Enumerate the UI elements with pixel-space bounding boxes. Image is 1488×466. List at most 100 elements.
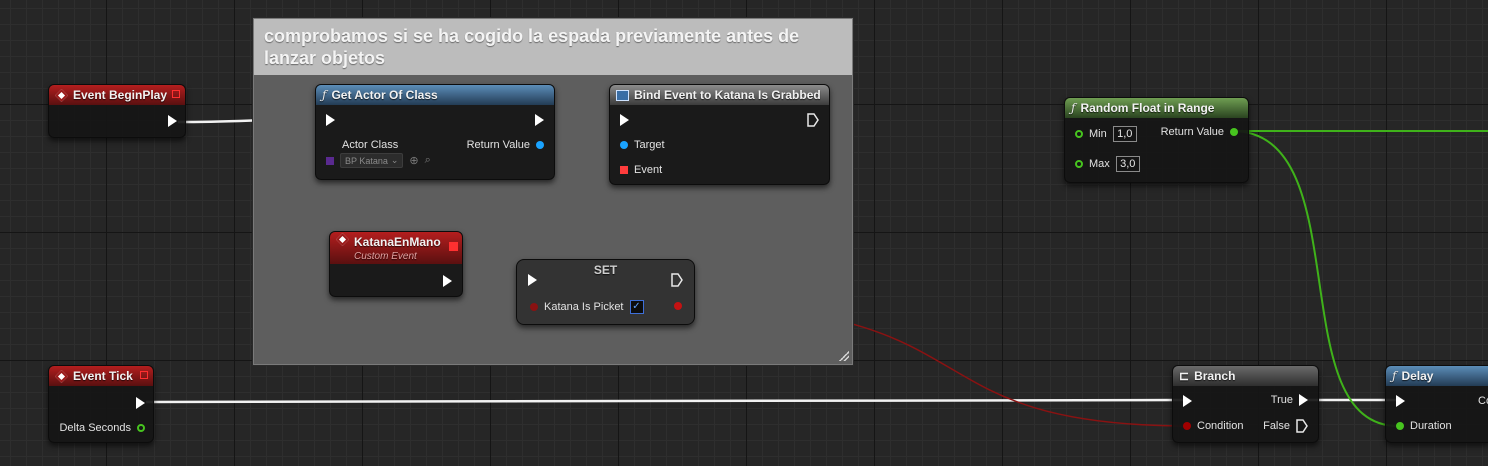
pin-label: Return Value	[466, 139, 530, 151]
false-pin[interactable]: False	[1263, 419, 1308, 433]
node-header: Bind Event to Katana Is Grabbed	[610, 85, 829, 105]
exec-out-pin[interactable]	[671, 273, 683, 287]
delegate-pin-icon[interactable]	[140, 371, 148, 379]
pin-label: Katana Is Picket	[544, 301, 624, 313]
return-value-pin[interactable]: Return Value	[467, 139, 544, 151]
node-title: Delay	[1401, 369, 1434, 383]
exec-icon	[136, 397, 145, 409]
max-pin[interactable]: Max 3,0	[1075, 156, 1140, 172]
wire-tick-to-branch	[145, 398, 1184, 404]
event-icon	[55, 88, 68, 102]
search-icon[interactable]: ⌕	[424, 154, 431, 166]
katana-is-picket-pin[interactable]: Katana Is Picket ✓	[530, 300, 644, 314]
node-header: Event Tick	[49, 366, 153, 386]
float-pin-icon	[1075, 160, 1083, 168]
node-random-float-in-range[interactable]: ƒ Random Float in Range Min 1,0 Max 3,0 …	[1064, 97, 1249, 183]
actor-class-dropdown[interactable]: BP Katana⌄	[340, 153, 404, 168]
node-branch[interactable]: ⊏ Branch Condition True False	[1172, 365, 1319, 443]
float-pin-icon	[137, 424, 145, 432]
exec-icon	[1299, 394, 1308, 406]
exec-in-pin[interactable]	[1183, 395, 1192, 407]
node-bind-event[interactable]: Bind Event to Katana Is Grabbed Target E…	[609, 84, 830, 185]
pin-label: Co	[1478, 395, 1488, 407]
function-icon: ƒ	[1392, 369, 1397, 383]
target-pin[interactable]: Target	[620, 139, 665, 151]
bool-out-pin[interactable]	[674, 302, 682, 310]
node-header: KatanaEnMano Custom Event	[330, 232, 462, 264]
node-subtitle: Custom Event	[354, 251, 417, 262]
node-header: Event BeginPlay	[49, 85, 185, 105]
pin-label: Condition	[1197, 420, 1244, 432]
pin-label: Max	[1089, 158, 1110, 170]
float-pin-icon	[1230, 128, 1238, 136]
exec-hollow-icon	[1296, 419, 1308, 433]
exec-icon	[443, 275, 452, 287]
exec-icon	[168, 115, 177, 127]
class-pin-icon	[326, 156, 334, 165]
exec-in-pin[interactable]	[528, 274, 537, 286]
node-title: SET	[593, 263, 618, 277]
true-pin[interactable]: True	[1271, 394, 1308, 406]
node-set[interactable]: SET Katana Is Picket ✓	[516, 259, 695, 325]
node-title: Random Float in Range	[1080, 101, 1215, 115]
min-value-field[interactable]: 1,0	[1112, 126, 1137, 142]
bind-event-icon	[616, 89, 629, 101]
node-title: Event BeginPlay	[73, 88, 168, 102]
comment-title[interactable]: comprobamos si se ha cogido la espada pr…	[254, 19, 852, 75]
exec-out-pin[interactable]	[807, 113, 819, 127]
exec-out-pin[interactable]	[535, 114, 544, 126]
node-header: ƒ Get Actor Of Class	[316, 85, 554, 105]
completed-pin[interactable]: Co	[1478, 395, 1488, 407]
object-pin-icon	[620, 141, 628, 149]
bool-pin-icon	[674, 302, 682, 310]
delegate-pin-icon[interactable]	[172, 90, 180, 98]
node-title: Event Tick	[73, 369, 133, 383]
node-delay[interactable]: ƒ Delay Co Duration	[1385, 365, 1488, 443]
node-event-beginplay[interactable]: Event BeginPlay	[48, 84, 186, 138]
pin-label: Min	[1089, 128, 1107, 140]
actor-class-value-pin[interactable]: BP Katana⌄ ⊕ ⌕	[326, 153, 431, 168]
katana-is-picket-checkbox[interactable]: ✓	[629, 300, 644, 314]
exec-in-pin[interactable]	[326, 114, 335, 126]
node-title: KatanaEnMano	[354, 235, 441, 249]
node-header: ⊏ Branch	[1173, 366, 1318, 386]
return-value-pin[interactable]: Return Value	[1161, 126, 1238, 138]
delegate-pin-icon[interactable]	[449, 242, 458, 251]
node-title: Get Actor Of Class	[331, 88, 438, 102]
resize-grip[interactable]	[839, 351, 849, 361]
exec-in-pin[interactable]	[620, 114, 629, 126]
dropdown-value: BP Katana	[345, 155, 388, 166]
exec-in-pin[interactable]	[1396, 395, 1405, 407]
chevron-down-icon: ⌄	[390, 155, 399, 165]
delta-seconds-pin[interactable]: Delta Seconds	[59, 422, 145, 434]
node-get-actor-of-class[interactable]: ƒ Get Actor Of Class Actor Class BP Kata…	[315, 84, 555, 180]
event-icon	[336, 233, 349, 246]
exec-icon	[1183, 395, 1192, 407]
event-pin[interactable]: Event	[620, 164, 662, 176]
bool-pin-icon	[530, 303, 538, 311]
min-pin[interactable]: Min 1,0	[1075, 126, 1137, 142]
exec-out-pin[interactable]	[168, 115, 177, 127]
node-header: ƒ Delay	[1386, 366, 1488, 386]
duration-pin[interactable]: Duration	[1396, 420, 1452, 432]
exec-out-pin[interactable]	[443, 275, 452, 287]
pin-label: Target	[634, 139, 665, 151]
condition-pin[interactable]: Condition	[1183, 420, 1243, 432]
exec-icon	[535, 114, 544, 126]
exec-icon	[326, 114, 335, 126]
node-header: ƒ Random Float in Range	[1065, 98, 1248, 118]
event-icon	[55, 369, 68, 383]
node-header: SET	[517, 260, 694, 280]
pin-label: Return Value	[1160, 126, 1224, 138]
delegate-pin-icon	[620, 166, 628, 174]
browse-icon[interactable]: ⊕	[409, 155, 419, 167]
pin-label: Actor Class	[342, 139, 399, 151]
node-event-tick[interactable]: Event Tick Delta Seconds	[48, 365, 154, 443]
exec-icon	[528, 274, 537, 286]
exec-hollow-icon	[671, 273, 683, 287]
node-katana-en-mano[interactable]: KatanaEnMano Custom Event	[329, 231, 463, 297]
pin-label: True	[1270, 394, 1293, 406]
max-value-field[interactable]: 3,0	[1115, 156, 1140, 172]
exec-out-pin[interactable]	[136, 397, 145, 409]
pin-label: False	[1263, 420, 1290, 432]
